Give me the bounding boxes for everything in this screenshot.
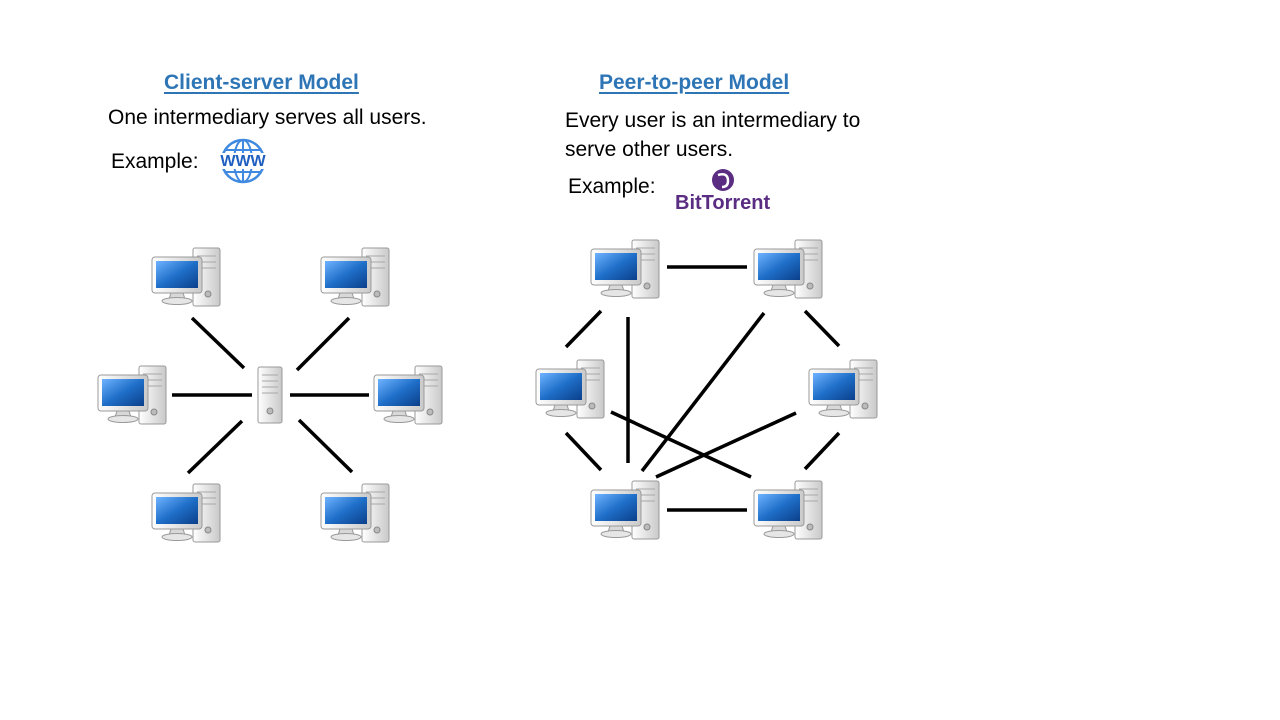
peer-computer-icon	[535, 359, 605, 419]
link	[803, 431, 841, 471]
peer-to-peer-links	[564, 265, 841, 512]
link	[564, 431, 603, 472]
client-computer-icon	[373, 365, 443, 425]
peer-computer-icon	[808, 359, 878, 419]
client-server-description: One intermediary serves all users.	[108, 106, 427, 129]
link	[640, 311, 766, 473]
peer-to-peer-title: Peer-to-peer Model	[599, 71, 790, 94]
www-globe-icon: WWW	[220, 138, 267, 184]
link	[610, 410, 752, 479]
peer-to-peer-description-line1: Every user is an intermediary to	[565, 109, 861, 132]
link	[803, 309, 841, 348]
link	[655, 411, 797, 479]
www-logo-text: WWW	[220, 153, 266, 170]
bittorrent-logo-text: BitTorrent	[675, 192, 771, 214]
server-icon	[257, 366, 283, 424]
peer-computer-icon	[590, 480, 660, 540]
client-computer-icon	[320, 247, 390, 307]
client-computer-icon	[151, 483, 221, 543]
client-computer-icon	[320, 483, 390, 543]
bittorrent-logo: BitTorrent	[675, 169, 771, 214]
peer-computer-icon	[590, 239, 660, 299]
client-computer-icon	[97, 365, 167, 425]
peer-to-peer-example-label: Example:	[568, 175, 656, 198]
link	[297, 418, 354, 474]
client-computer-icon	[151, 247, 221, 307]
peer-computer-icon	[753, 239, 823, 299]
peer-to-peer-description-line2: serve other users.	[565, 138, 734, 161]
client-server-title: Client-server Model	[164, 71, 359, 94]
client-server-links	[172, 316, 369, 475]
link	[186, 419, 244, 475]
client-server-example-label: Example:	[111, 150, 199, 173]
link	[295, 316, 351, 372]
peer-computer-icon	[753, 480, 823, 540]
link	[190, 316, 246, 370]
link	[564, 309, 603, 349]
